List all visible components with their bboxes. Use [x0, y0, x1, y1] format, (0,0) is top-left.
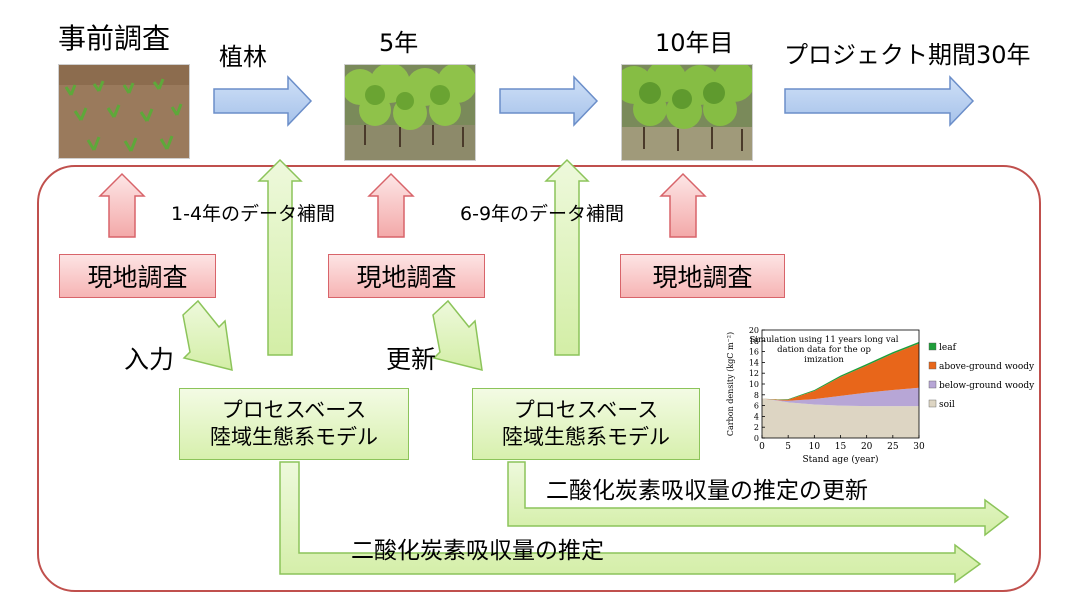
- project-period-label: プロジェクト期間30年: [784, 41, 1031, 69]
- field-survey-box-3: 現地調査: [620, 254, 785, 298]
- model-line2: 陸域生態系モデル: [502, 425, 670, 449]
- legend-label: below-ground woody: [939, 381, 1035, 391]
- legend-swatch: [928, 342, 937, 351]
- update-estimate-arrow: [507, 461, 1010, 537]
- survey-up-arrow-3: [659, 172, 707, 238]
- chart-annotation: Simulation using 11 years long val: [749, 335, 898, 345]
- area-below-ground-woody: [762, 387, 919, 407]
- x-tick-label: 25: [887, 442, 899, 452]
- interpolation-label-1: 1-4年のデータ補間: [171, 203, 336, 225]
- update-arrow: [432, 299, 483, 371]
- y-tick-label: 4: [754, 412, 759, 421]
- y-axis-label: Carbon density (kgC m⁻²): [726, 332, 735, 436]
- y-tick-label: 12: [749, 369, 759, 378]
- field-survey-label: 現地調査: [87, 263, 188, 292]
- y-tick-label: 0: [754, 434, 759, 443]
- survey-up-arrow-2: [367, 172, 415, 238]
- timeline-arrow-1: [213, 75, 313, 127]
- interp-up-arrow-2: [544, 158, 590, 356]
- x-tick-label: 15: [835, 442, 847, 452]
- process-frame: [37, 165, 1041, 592]
- field-survey-box-1: 現地調査: [59, 254, 216, 298]
- legend-swatch: [928, 399, 937, 408]
- update-label: 更新: [386, 345, 437, 374]
- timeline-arrow-3: [784, 75, 975, 127]
- model-box-1: プロセスベース 陸域生態系モデル: [179, 388, 409, 460]
- legend-swatch: [928, 380, 937, 389]
- chart-annotation: imization: [804, 355, 844, 365]
- area-above-ground-woody: [762, 343, 919, 401]
- field-survey-box-2: 現地調査: [328, 254, 485, 298]
- legend-swatch: [928, 361, 937, 370]
- year5-label: 5年: [379, 29, 419, 57]
- field-survey-label: 現地調査: [356, 263, 457, 292]
- update-estimate-label: 二酸化炭素吸収量の推定の更新: [546, 478, 868, 504]
- pre-survey-label: 事前調査: [58, 22, 171, 55]
- year10-label: 10年目: [655, 29, 734, 57]
- x-tick-label: 30: [913, 442, 925, 452]
- model-line2: 陸域生態系モデル: [210, 425, 378, 449]
- y-tick-label: 16: [749, 348, 759, 357]
- legend-label: soil: [939, 400, 955, 410]
- y-tick-label: 10: [749, 380, 759, 389]
- y-tick-label: 8: [754, 391, 759, 400]
- x-tick-label: 20: [861, 442, 873, 452]
- y-tick-label: 2: [754, 423, 759, 432]
- y-tick-label: 14: [749, 358, 759, 367]
- legend-label: leaf: [939, 343, 957, 353]
- y-tick-label: 20: [749, 326, 759, 335]
- y-tick-label: 6: [754, 402, 759, 411]
- x-tick-label: 10: [809, 442, 821, 452]
- pre-survey-photo: [58, 64, 190, 159]
- input-arrow: [182, 299, 233, 371]
- year10-photo: [621, 64, 753, 161]
- estimate-arrow: [279, 461, 982, 584]
- y-tick-label: 18: [749, 337, 759, 346]
- model-box-2: プロセスベース 陸域生態系モデル: [472, 388, 700, 460]
- chart-annotation: dation data for the op: [777, 345, 871, 355]
- interpolation-label-2: 6-9年のデータ補間: [460, 203, 625, 225]
- input-label: 入力: [124, 345, 175, 374]
- model-line1: プロセスベース: [221, 397, 367, 422]
- year5-photo: [344, 64, 476, 161]
- x-axis-label: Stand age (year): [803, 454, 879, 465]
- planting-label: 植林: [219, 43, 267, 71]
- model-line1: プロセスベース: [513, 397, 659, 422]
- x-tick-label: 5: [785, 442, 791, 452]
- survey-up-arrow-1: [98, 172, 146, 238]
- interp-up-arrow-1: [257, 158, 303, 356]
- estimate-label: 二酸化炭素吸収量の推定: [351, 538, 604, 564]
- x-tick-label: 0: [759, 442, 765, 452]
- timeline-arrow-2: [499, 75, 599, 127]
- area-soil: [762, 398, 919, 438]
- field-survey-label: 現地調査: [652, 263, 753, 292]
- legend-label: above-ground woody: [939, 362, 1035, 372]
